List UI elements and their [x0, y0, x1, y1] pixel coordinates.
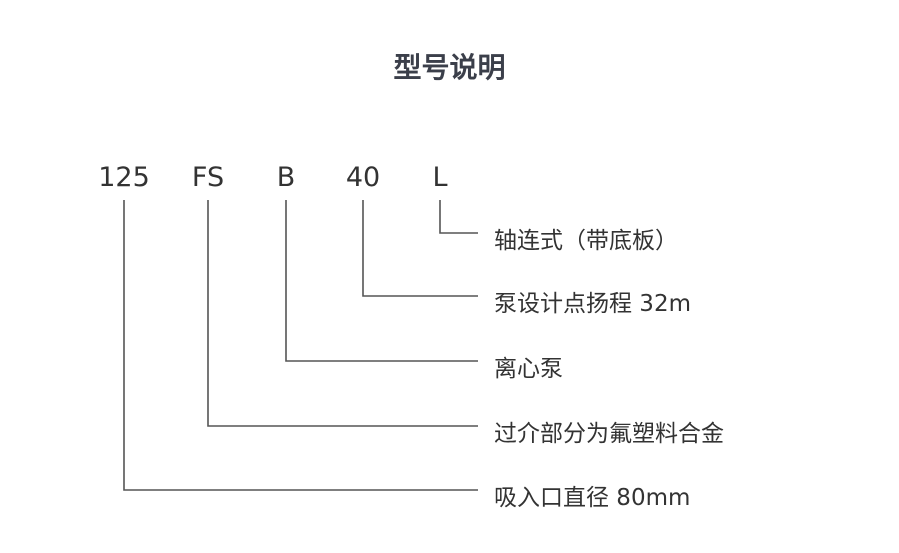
code-material: FS: [191, 162, 225, 193]
desc-material: 过介部分为氟塑料合金: [494, 421, 724, 447]
desc-connection: 轴连式（带底板）: [494, 228, 678, 254]
code-pump-type: B: [276, 162, 296, 193]
code-connection: L: [432, 162, 448, 193]
connector-line-material: [207, 200, 478, 427]
diagram-title: 型号说明: [393, 51, 506, 84]
connector-line-head: [362, 200, 478, 297]
connector-line-connection: [439, 200, 478, 234]
connector-line-pump-type: [285, 200, 478, 362]
code-diameter: 125: [98, 162, 150, 193]
desc-head: 泵设计点扬程 32m: [494, 291, 691, 317]
desc-pump-type: 离心泵: [494, 356, 563, 382]
desc-diameter: 吸入口直径 80mm: [494, 485, 691, 511]
connector-line-diameter: [123, 200, 478, 491]
code-head: 40: [345, 162, 381, 193]
